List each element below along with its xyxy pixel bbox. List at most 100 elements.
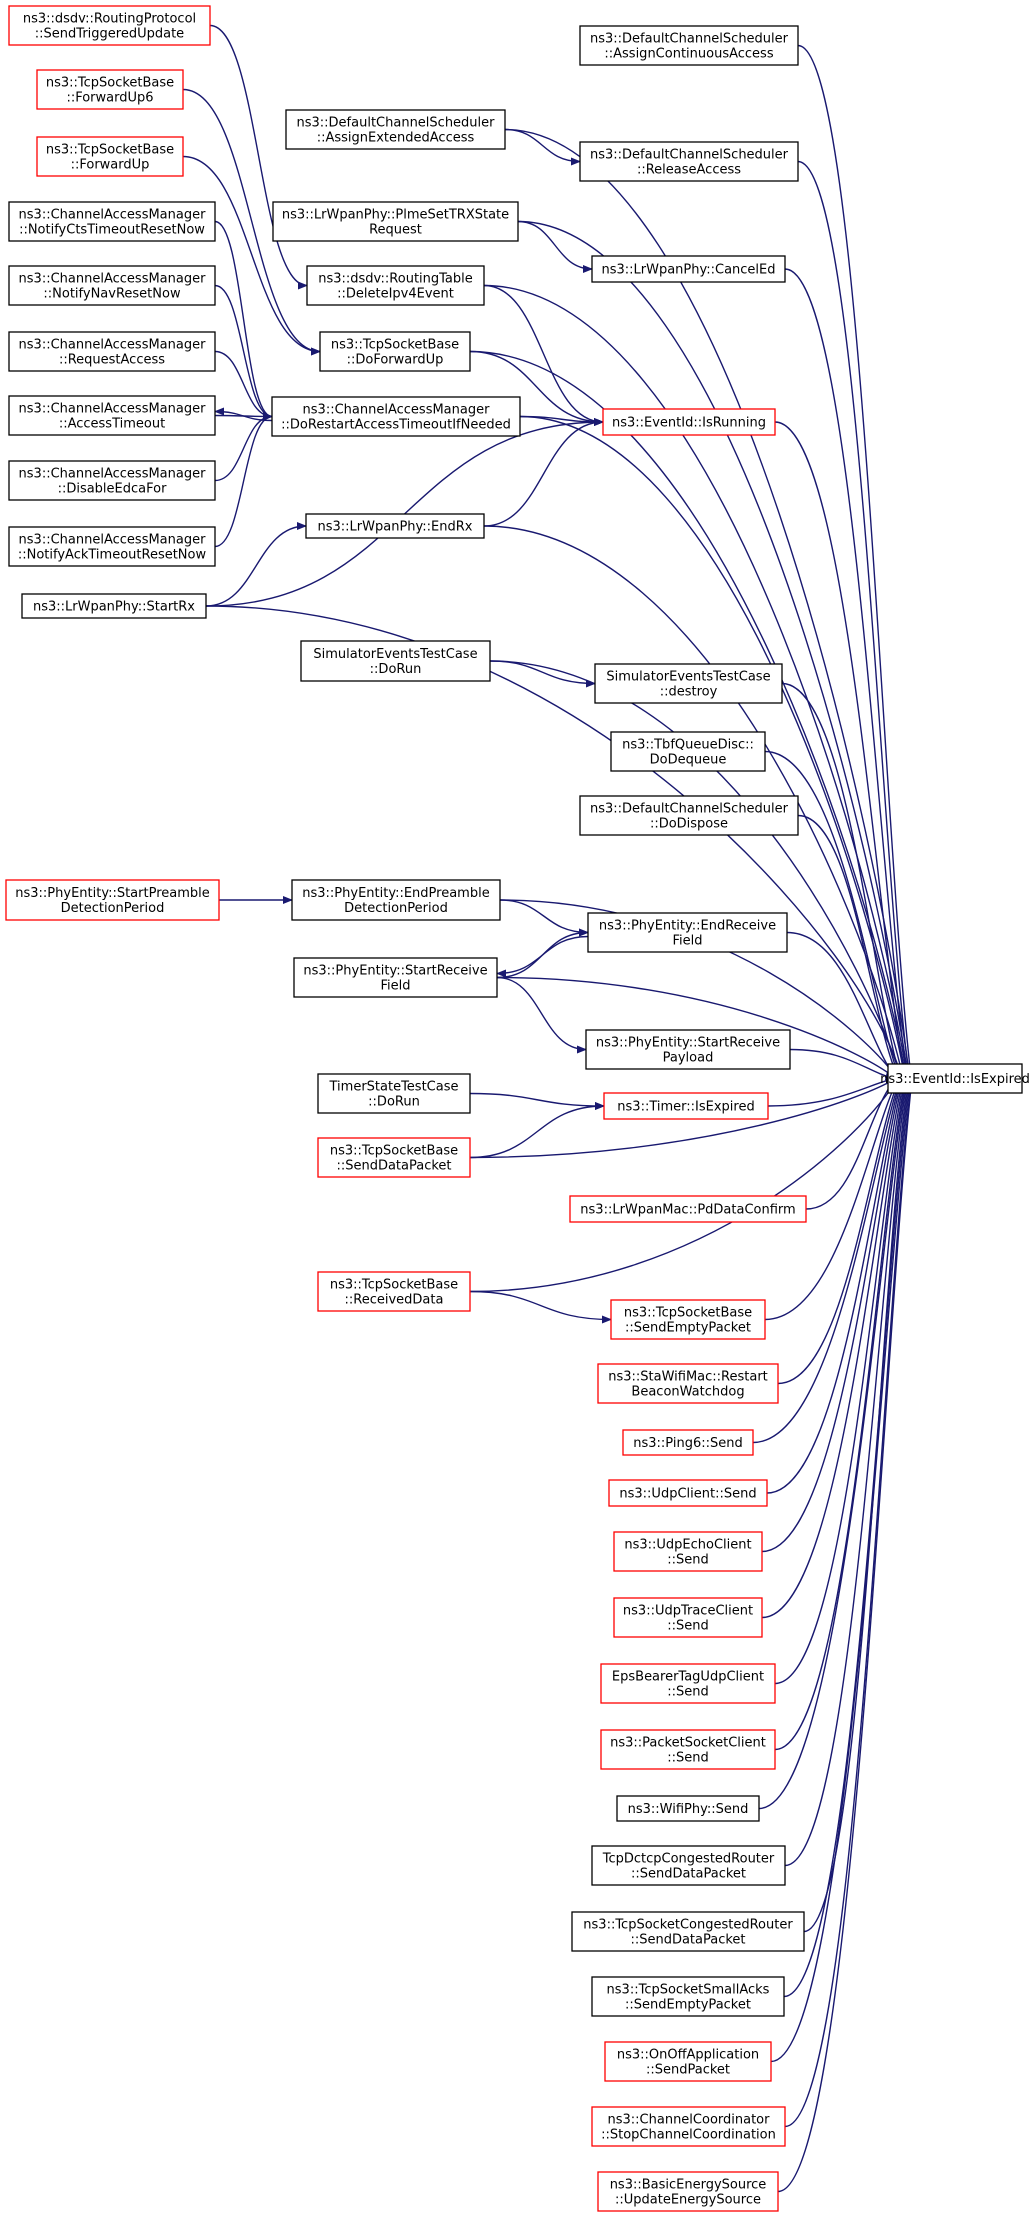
- edge-basicEnergy-to-target: [777, 1077, 916, 2193]
- node-label-line: ns3::EventId::IsExpired: [880, 1072, 1029, 1087]
- node-udpEcho[interactable]: ns3::UdpEchoClient::Send: [613, 1531, 763, 1572]
- node-label-line: ::NotifyAckTimeoutResetNow: [18, 548, 207, 563]
- node-box: [585, 1029, 791, 1070]
- node-box: [587, 912, 788, 953]
- node-box: [579, 25, 799, 66]
- node-label-line: ::SendDataPacket: [630, 1933, 745, 1948]
- node-label-line: DoDequeue: [650, 753, 727, 768]
- node-tcpDctcp[interactable]: TcpDctcpCongestedRouter::SendDataPacket: [591, 1845, 786, 1886]
- node-camRequest[interactable]: ns3::ChannelAccessManager::RequestAccess: [8, 331, 216, 372]
- node-tcpFwdUp6[interactable]: ns3::TcpSocketBase::ForwardUp6: [36, 69, 184, 110]
- node-camAccessTimeout[interactable]: ns3::ChannelAccessManager::AccessTimeout: [8, 395, 216, 436]
- node-phyStartPreamble[interactable]: ns3::PhyEntity::StartPreambleDetectionPe…: [5, 879, 220, 921]
- node-simDoRun[interactable]: SimulatorEventsTestCase::DoRun: [300, 640, 491, 682]
- node-epsBearer[interactable]: EpsBearerTagUdpClient::Send: [600, 1663, 776, 1704]
- node-label-line: ::Send: [667, 1553, 709, 1568]
- node-tcpSendData[interactable]: ns3::TcpSocketBase::SendDataPacket: [317, 1137, 471, 1178]
- node-camDisableEdca[interactable]: ns3::ChannelAccessManager::DisableEdcaFo…: [8, 460, 216, 501]
- node-camNotifyNav[interactable]: ns3::ChannelAccessManager::NotifyNavRese…: [8, 265, 216, 306]
- edge-tcpDoFwdUp-to-isRunning: [469, 350, 604, 426]
- node-simDestroy[interactable]: SimulatorEventsTestCase::destroy: [594, 663, 783, 704]
- node-label-line: ::SendPacket: [646, 2063, 730, 2078]
- node-layer: ns3::EventId::IsExpired ns3::dsdv::Routin…: [5, 5, 1029, 2212]
- edge-dcsDispose-to-target: [797, 814, 900, 1080]
- node-dcsRelease[interactable]: ns3::DefaultChannelScheduler::ReleaseAcc…: [579, 141, 799, 182]
- edge-camNotifyCts-to-camDoRestart: [214, 220, 273, 421]
- node-ping6[interactable]: ns3::Ping6::Send: [622, 1429, 754, 1456]
- edge-tcpReceivedData-to-tcpSendEmpty: [469, 1290, 612, 1324]
- node-tcpReceivedData[interactable]: ns3::TcpSocketBase::ReceivedData: [317, 1271, 471, 1312]
- node-box: [319, 331, 471, 372]
- node-lrStartRx[interactable]: ns3::LrWpanPhy::StartRx: [21, 593, 207, 619]
- node-timerIsExpired[interactable]: ns3::Timer::IsExpired: [603, 1092, 769, 1120]
- node-dcsDispose[interactable]: ns3::DefaultChannelScheduler::DoDispose: [579, 795, 799, 836]
- node-packetSocket[interactable]: ns3::PacketSocketClient::Send: [600, 1729, 776, 1770]
- edge-camNotifyNav-to-camDoRestart: [214, 284, 273, 421]
- node-onOff[interactable]: ns3::OnOffApplication::SendPacket: [604, 2041, 772, 2082]
- edge-dsdvDelete-to-isRunning: [483, 284, 604, 426]
- node-label-line: ns3::PhyEntity::StartPreamble: [15, 886, 210, 901]
- edge-udpClient-to-target: [766, 1077, 903, 1494]
- node-tcpFwdUp[interactable]: ns3::TcpSocketBase::ForwardUp: [36, 136, 184, 177]
- node-camNotifyCts[interactable]: ns3::ChannelAccessManager::NotifyCtsTime…: [8, 201, 216, 242]
- node-label-line: ::AccessTimeout: [59, 417, 165, 432]
- node-label-line: ns3::ChannelAccessManager: [19, 533, 207, 548]
- node-tcpSmallAcks[interactable]: ns3::TcpSocketSmallAcks::SendEmptyPacket: [591, 1976, 785, 2017]
- edge-phyStartRecvField-to-phyStartRecvPayload: [496, 976, 587, 1054]
- node-label-line: ::DisableEdcaFor: [58, 482, 168, 497]
- node-channelCoord[interactable]: ns3::ChannelCoordinator::StopChannelCoor…: [591, 2106, 786, 2147]
- node-dcsAssignExt[interactable]: ns3::DefaultChannelScheduler::AssignExte…: [285, 109, 506, 150]
- node-tcpSendEmpty[interactable]: ns3::TcpSocketBase::SendEmptyPacket: [610, 1299, 766, 1340]
- node-label-line: ns3::UdpTraceClient: [623, 1604, 753, 1619]
- node-dsdvDelete[interactable]: ns3::dsdv::RoutingTable::DeleteIpv4Event: [306, 265, 485, 306]
- node-dsdvSendTriggered[interactable]: ns3::dsdv::RoutingProtocol::SendTriggere…: [8, 5, 211, 46]
- node-box: [571, 1911, 805, 1952]
- node-camNotifyAck[interactable]: ns3::ChannelAccessManager::NotifyAckTime…: [8, 526, 216, 567]
- node-basicEnergy[interactable]: ns3::BasicEnergySource::UpdateEnergySour…: [597, 2171, 779, 2212]
- edge-tbfDequeue-to-target: [764, 750, 901, 1080]
- node-box: [594, 663, 783, 704]
- node-label-line: ::DoRun: [368, 1095, 420, 1110]
- node-wifiPhy[interactable]: ns3::WifiPhy::Send: [616, 1795, 760, 1822]
- node-timerDoRun[interactable]: TimerStateTestCase::DoRun: [317, 1073, 471, 1114]
- node-box: [317, 1271, 471, 1312]
- node-box: [579, 795, 799, 836]
- node-label-line: ns3::ChannelCoordinator: [608, 2113, 771, 2128]
- node-lrCancelEd[interactable]: ns3::LrWpanPhy::CancelEd: [591, 255, 786, 283]
- node-label-line: EpsBearerTagUdpClient: [612, 1670, 764, 1685]
- edge-timerDoRun-to-timerIsExpired: [469, 1092, 605, 1110]
- node-lrEndRx[interactable]: ns3::LrWpanPhy::EndRx: [305, 513, 485, 539]
- node-udpTrace[interactable]: ns3::UdpTraceClient::Send: [613, 1597, 763, 1638]
- node-label-line: ns3::dsdv::RoutingProtocol: [23, 12, 196, 27]
- edge-channelCoord-to-target: [784, 1077, 915, 2128]
- node-isRunning[interactable]: ns3::EventId::IsRunning: [602, 408, 776, 436]
- node-tcpDoFwdUp[interactable]: ns3::TcpSocketBase::DoForwardUp: [319, 331, 471, 372]
- node-dcsAssignCont[interactable]: ns3::DefaultChannelScheduler::AssignCont…: [579, 25, 799, 66]
- node-label-line: ::NotifyNavResetNow: [43, 287, 181, 302]
- node-label-line: ::SendEmptyPacket: [625, 1321, 751, 1336]
- node-label-line: ns3::ChannelAccessManager: [19, 272, 207, 287]
- node-label-line: ::ReleaseAccess: [637, 163, 741, 178]
- node-lrPdData[interactable]: ns3::LrWpanMac::PdDataConfirm: [569, 1195, 807, 1223]
- edge-udpEcho-to-target: [761, 1077, 904, 1553]
- node-label-line: ::SendDataPacket: [336, 1159, 451, 1174]
- edge-wifiPhy-to-target: [758, 1077, 909, 1810]
- node-tcpCongested[interactable]: ns3::TcpSocketCongestedRouter::SendDataP…: [571, 1911, 805, 1952]
- node-box: [36, 136, 184, 177]
- node-label-line: ::SendTriggeredUpdate: [35, 27, 184, 42]
- node-camDoRestart[interactable]: ns3::ChannelAccessManager::DoRestartAcce…: [271, 396, 521, 437]
- node-label-line: ns3::PhyEntity::EndPreamble: [302, 886, 489, 901]
- node-label-line: ns3::Ping6::Send: [633, 1436, 742, 1451]
- node-box: [591, 1976, 785, 2017]
- node-phyEndPreamble[interactable]: ns3::PhyEntity::EndPreambleDetectionPeri…: [291, 879, 501, 921]
- node-box: [8, 331, 216, 372]
- node-target[interactable]: ns3::EventId::IsExpired: [880, 1063, 1029, 1094]
- node-tbfDequeue[interactable]: ns3::TbfQueueDisc::DoDequeue: [610, 731, 766, 772]
- edge-lrPdData-to-target: [805, 1077, 897, 1210]
- node-udpClient[interactable]: ns3::UdpClient::Send: [608, 1479, 768, 1507]
